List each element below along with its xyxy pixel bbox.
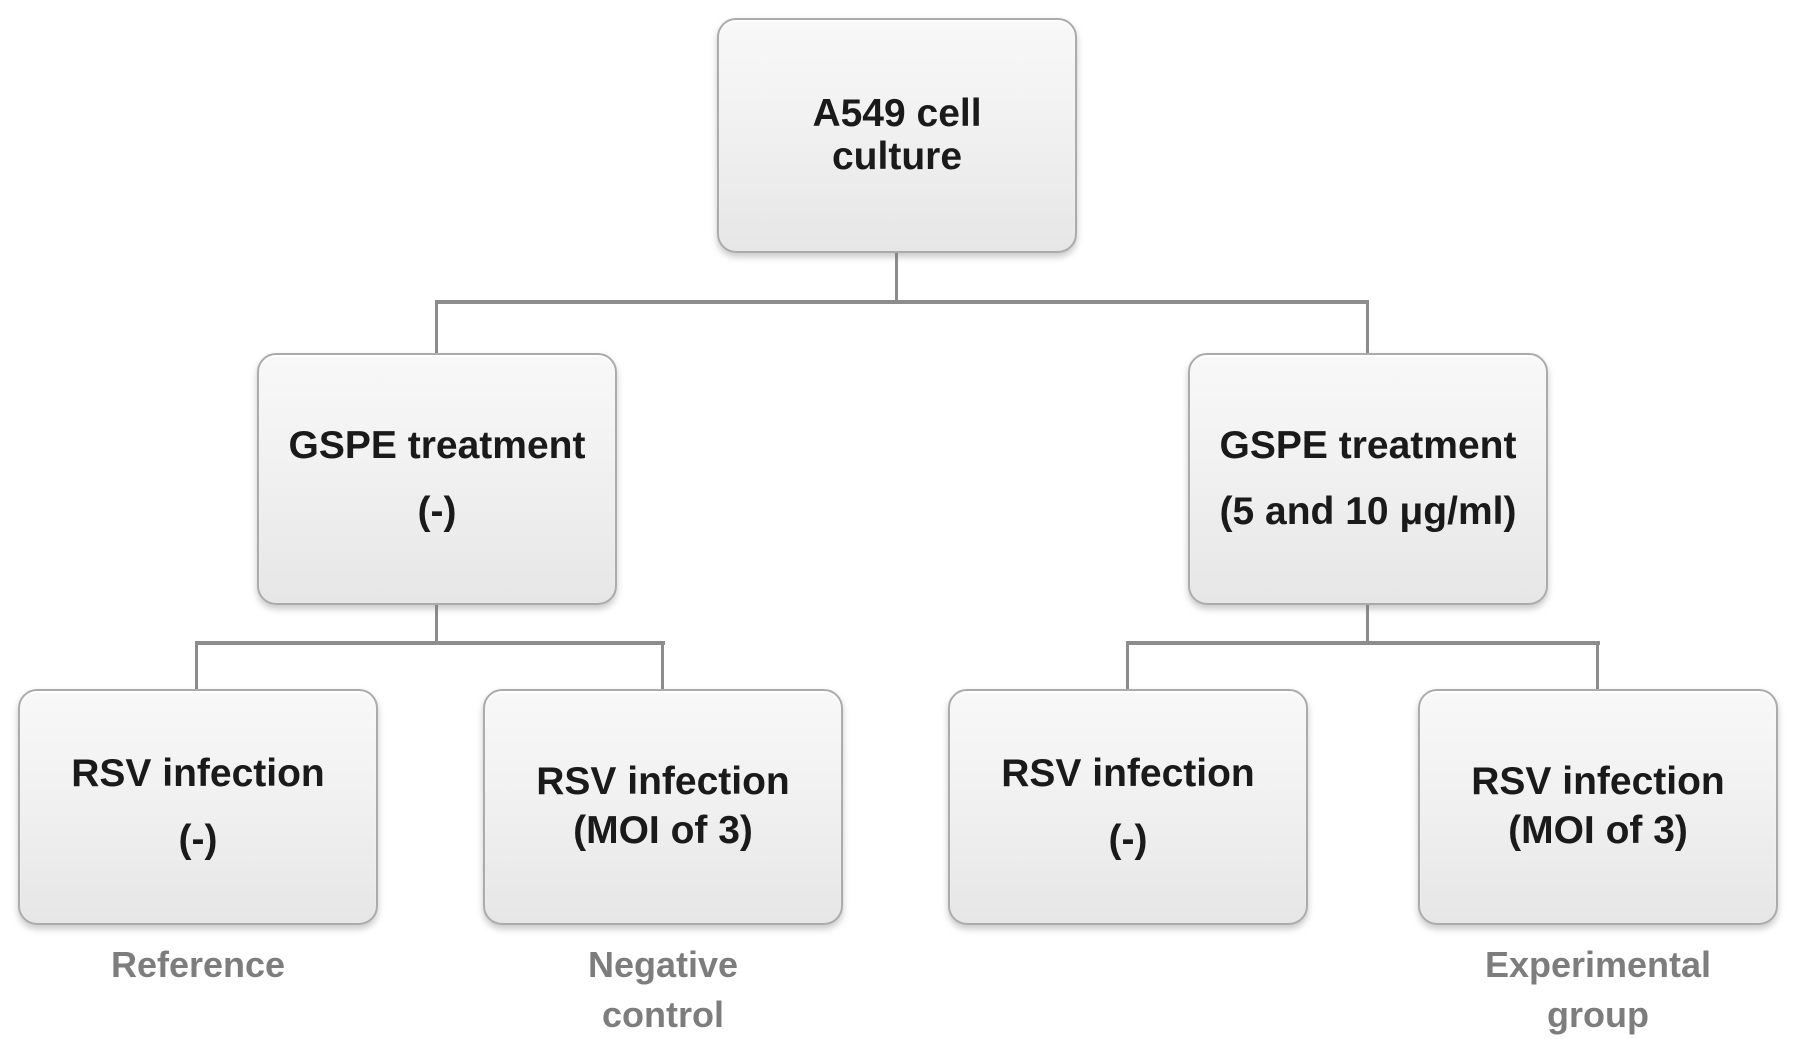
- node-text-line: (MOI of 3): [573, 809, 753, 852]
- node-text-line: culture: [831, 134, 963, 178]
- connector-level1-horizontal: [435, 300, 1369, 304]
- label-text-line: Negative: [587, 944, 739, 985]
- label-negative-control: Negative control: [483, 940, 843, 1039]
- node-gspe-treatment-minus: GSPE treatment (-): [257, 353, 617, 605]
- node-text-line: RSV infection: [536, 760, 790, 804]
- node-text-line: RSV infection: [1001, 751, 1255, 795]
- connector-right-treatment-stem: [1366, 605, 1369, 643]
- node-gspe-treatment-dose: GSPE treatment (5 and 10 μg/ml): [1188, 353, 1548, 605]
- node-text-line: (-): [178, 818, 218, 861]
- label-text-line: Reference: [110, 944, 286, 985]
- node-rsv-infection-minus-reference: RSV infection (-): [18, 689, 378, 925]
- node-rsv-infection-minus-experimental-branch: RSV infection (-): [948, 689, 1308, 925]
- label-experimental-group: Experimental group: [1418, 940, 1778, 1039]
- node-rsv-infection-moi3-negative-control: RSV infection (MOI of 3): [483, 689, 843, 925]
- connector-exp-minus-drop: [1126, 641, 1129, 689]
- label-text-line: control: [602, 993, 724, 1035]
- connector-reference-drop: [195, 641, 198, 689]
- node-text-line: A549 cell: [812, 91, 982, 135]
- node-text-line: (-): [417, 490, 457, 533]
- connector-right-branch-horizontal: [1126, 641, 1600, 645]
- node-text-line: GSPE treatment: [1219, 423, 1517, 467]
- node-text-line: (-): [1108, 818, 1148, 861]
- label-reference: Reference: [18, 940, 378, 990]
- node-text-line: (5 and 10 μg/ml): [1219, 490, 1517, 533]
- node-text-line: RSV infection: [71, 751, 325, 795]
- connector-left-treatment-drop: [435, 300, 438, 353]
- connector-right-treatment-drop: [1366, 300, 1369, 353]
- node-text-line: (MOI of 3): [1508, 809, 1688, 852]
- node-text-line: RSV infection: [1471, 760, 1725, 804]
- label-text-line: group: [1547, 993, 1649, 1035]
- node-text-line: GSPE treatment: [288, 423, 586, 467]
- label-text-line: Experimental: [1484, 944, 1712, 985]
- connector-left-branch-horizontal: [195, 641, 665, 645]
- connector-experimental-drop: [1596, 641, 1599, 689]
- connector-root-stem: [895, 253, 898, 304]
- connector-negative-control-drop: [661, 641, 664, 689]
- node-rsv-infection-moi3-experimental: RSV infection (MOI of 3): [1418, 689, 1778, 925]
- node-a549-cell-culture: A549 cell culture: [717, 18, 1077, 253]
- connector-left-treatment-stem: [435, 605, 438, 643]
